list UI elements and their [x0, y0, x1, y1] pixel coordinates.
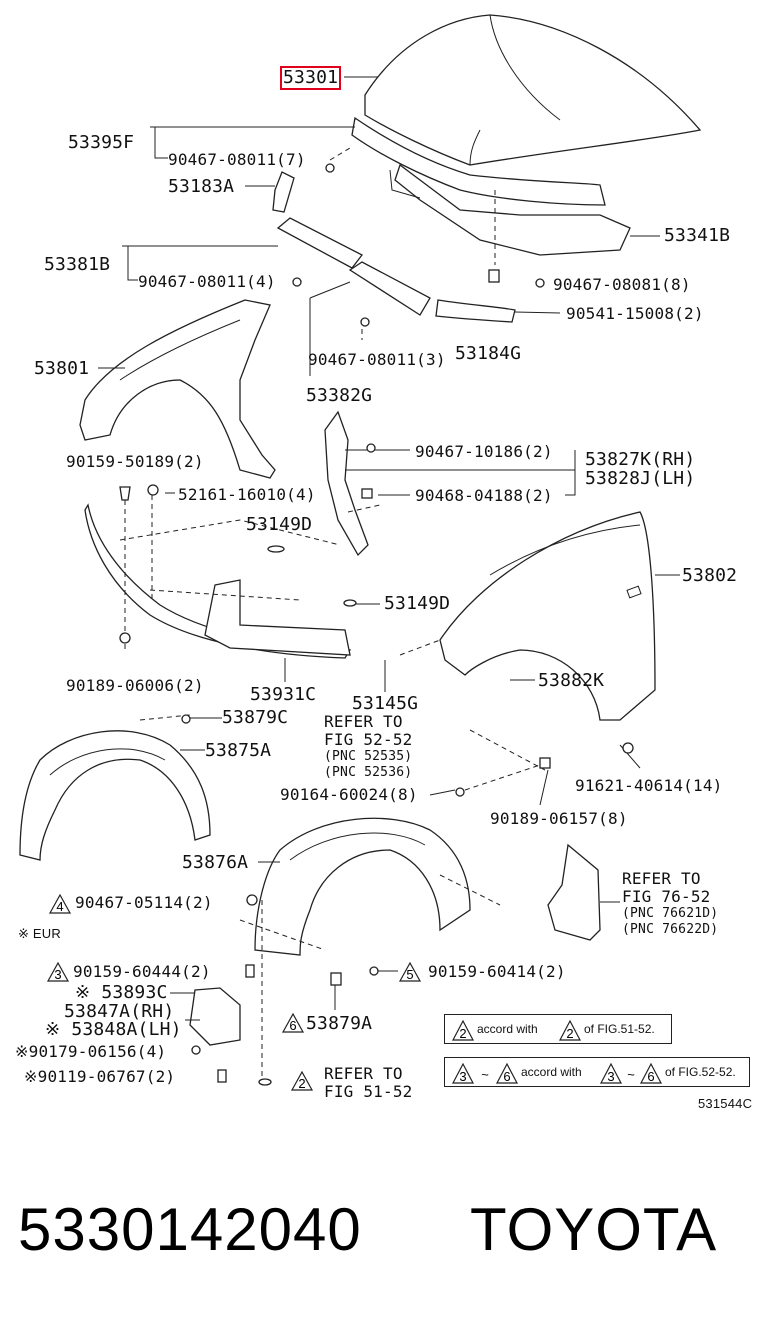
bumper-support-drawing: [84, 503, 352, 659]
svg-text:3: 3: [607, 1069, 614, 1084]
svg-text:2: 2: [298, 1076, 305, 1091]
fender-left-drawing: [79, 299, 276, 479]
part-53183A-label: 53183A: [168, 176, 235, 197]
part-53828J-label: 53828J(LH): [585, 468, 696, 489]
svg-text:6: 6: [289, 1018, 296, 1033]
alignment-dashes: [124, 147, 546, 1080]
svg-text:6: 6: [647, 1069, 654, 1084]
part-90467-05114-2-label: 90467-05114(2): [75, 893, 213, 912]
legend-row-1: 2 2 accord with of FIG.51-52.: [444, 1014, 672, 1044]
part-53879A-label: 53879A: [306, 1013, 373, 1034]
part-90467-08011-4-label: 90467-08011(4): [138, 272, 276, 291]
pnc-52536-label: (PNC 52536): [324, 765, 413, 780]
part-53847A-label: 53847A(RH): [64, 1001, 175, 1022]
svg-text:3: 3: [54, 967, 61, 982]
part-90541-15008-2-label: 90541-15008(2): [566, 304, 704, 323]
triangle-mark-2: 2: [290, 1070, 314, 1091]
legend-row-1-marks: 2 2: [452, 1019, 581, 1041]
part-53802-label: 53802: [682, 565, 738, 586]
part-90467-08011-7-label: 90467-08011(7): [168, 150, 306, 169]
part-53149D-label-a: 53149D: [246, 514, 313, 535]
part-90119-06767-2-label: ※90119-06767(2): [24, 1067, 176, 1086]
triangle-mark-5: 5: [398, 961, 422, 982]
note-eur: ※ EUR: [18, 926, 61, 941]
legend-row-1-text-a: accord with: [477, 1022, 538, 1036]
diagram-code: 531544C: [698, 1096, 753, 1111]
legend-row-2: 3 ~ 6 3 ~ 6 accord with of FIG.52-52.: [444, 1057, 750, 1087]
footer-part-number: 5330142040: [18, 1196, 362, 1263]
footer-brand: TOYOTA: [470, 1196, 718, 1263]
legend-row-2-marks: 3 ~ 6 3 ~ 6: [452, 1062, 662, 1084]
pnc-76621D-label: (PNC 76621D): [622, 906, 719, 921]
part-53395F-label: 53395F: [68, 132, 135, 153]
leader-lines: [98, 76, 680, 1021]
part-90164-60024-8-label: 90164-60024(8): [280, 785, 418, 804]
legend-row-1-text-b: of FIG.51-52.: [584, 1022, 655, 1036]
part-90189-06157-8-label: 90189-06157(8): [490, 809, 628, 828]
part-90159-50189-2-label: 90159-50189(2): [66, 452, 204, 471]
triangle-mark-4: 4: [48, 893, 72, 914]
part-53149D-label-b: 53149D: [384, 593, 451, 614]
fender-right-drawing: [439, 511, 656, 721]
liner-left-drawing: [19, 730, 211, 861]
refer-fig-52-52: REFER TO FIG 52-52: [324, 712, 413, 749]
part-90159-60444-2-label: 90159-60444(2): [73, 962, 211, 981]
triangle-mark-3: 3: [46, 961, 70, 982]
pnc-76622D-label: (PNC 76622D): [622, 922, 719, 937]
part-53381B-label: 53381B: [44, 254, 111, 275]
svg-text:2: 2: [566, 1026, 573, 1041]
part-90467-08081-8-label: 90467-08081(8): [553, 275, 691, 294]
fender-bracket-drawing: [324, 410, 369, 557]
part-90467-10186-2-label: 90467-10186(2): [415, 442, 553, 461]
svg-text:6: 6: [503, 1069, 510, 1084]
part-90179-06156-4-label: ※90179-06156(4): [15, 1042, 167, 1061]
part-53931C-label: 53931C: [250, 684, 317, 705]
part-53848A-label: ※ 53848A(LH): [45, 1019, 182, 1040]
part-90189-06006-2-label: 90189-06006(2): [66, 676, 204, 695]
svg-text:3: 3: [459, 1069, 466, 1084]
part-90467-08011-3-label: 90467-08011(3): [308, 350, 446, 369]
pnc-52535-label: (PNC 52535): [324, 749, 413, 764]
svg-text:~: ~: [627, 1067, 635, 1082]
part-53341B-label: 53341B: [664, 225, 731, 246]
part-53184G-label: 53184G: [455, 343, 522, 364]
refer-fig-51-52: REFER TO FIG 51-52: [324, 1064, 413, 1101]
hood-seal-drawing: [272, 171, 516, 323]
part-53882K-label: 53882K: [538, 670, 605, 691]
part-52161-16010-4-label: 52161-16010(4): [178, 485, 316, 504]
refer-fig-76-52: REFER TO FIG 76-52: [622, 869, 711, 906]
part-53893C-label: ※ 53893C: [75, 982, 168, 1003]
part-53382G-label: 53382G: [306, 385, 373, 406]
part-53801-label: 53801: [34, 358, 90, 379]
hood-part-drawing: [351, 14, 702, 256]
svg-text:4: 4: [56, 899, 63, 914]
part-53301-label: 53301: [280, 66, 342, 90]
liner-right-drawing: [254, 817, 471, 956]
legend-row-2-text-a: accord with: [521, 1065, 582, 1079]
part-53827K-label: 53827K(RH): [585, 449, 696, 470]
part-53875A-label: 53875A: [205, 740, 272, 761]
triangle-mark-6: 6: [281, 1012, 305, 1033]
part-91621-40614-14-label: 91621-40614(14): [575, 776, 723, 795]
svg-text:~: ~: [481, 1067, 489, 1082]
part-90159-60414-2-label: 90159-60414(2): [428, 962, 566, 981]
part-90468-04188-2-label: 90468-04188(2): [415, 486, 553, 505]
svg-text:2: 2: [459, 1026, 466, 1041]
part-53876A-label: 53876A: [182, 852, 249, 873]
mudflap-drawing: [547, 843, 601, 941]
legend-row-2-text-b: of FIG.52-52.: [665, 1065, 736, 1079]
svg-text:5: 5: [406, 967, 413, 982]
fastener-icons: [119, 163, 634, 1086]
part-53879C-label: 53879C: [222, 707, 289, 728]
part-53145G-label: 53145G: [352, 693, 419, 714]
small-bracket-drawing: [189, 987, 241, 1046]
